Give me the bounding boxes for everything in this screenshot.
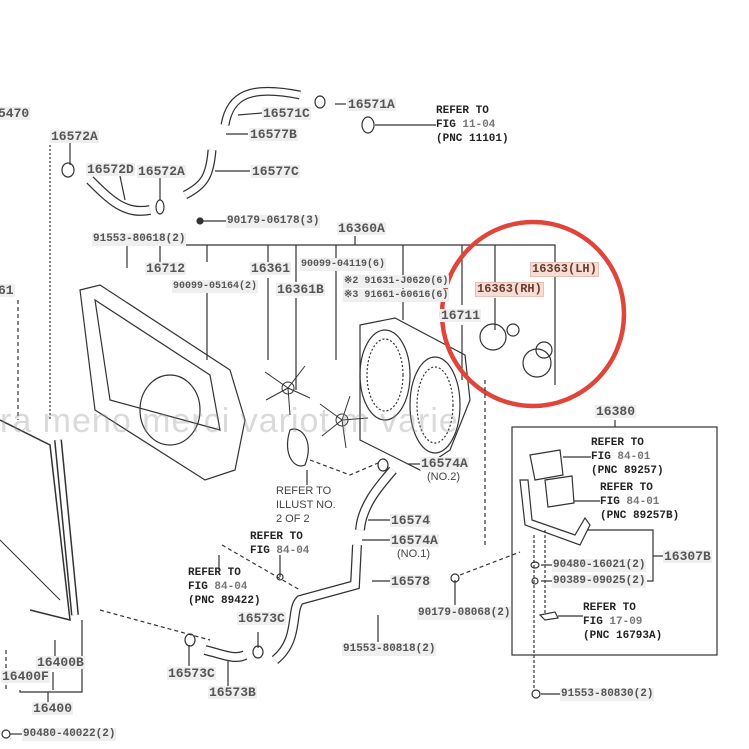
radiator [0, 419, 71, 621]
part-label: 16361 [250, 261, 292, 276]
part-label: 16573C [167, 666, 216, 681]
ref-line: FIG 84-01 [600, 496, 660, 508]
ref-line: FIG 84-04 [250, 545, 310, 557]
ref-line: ILLUST NO. [276, 499, 336, 511]
part-label: 16400F [1, 669, 50, 684]
ref-line: (PNC 11101) [436, 133, 509, 145]
part-label: 5470 [0, 107, 31, 120]
reference-link-fig-84-01b[interactable]: REFER TO FIG 84-01 (PNC 89257B) [600, 481, 679, 523]
part-note: (NO.2) [427, 471, 460, 483]
part-label: ※2 91631-J0620(6) [343, 275, 450, 288]
part-label: 90480-16021(2) [552, 559, 647, 572]
part-label: ※3 91661-60616(6) [343, 289, 450, 302]
fan-16361 [264, 365, 311, 416]
water-outlet [286, 428, 309, 467]
part-label: 91553-80618(2) [92, 233, 187, 246]
part-label: 16571A [347, 97, 396, 112]
reference-link-fig-84-01[interactable]: REFER TO FIG 84-01 (PNC 89257) [591, 436, 664, 478]
ref-line: (PNC 16793A) [583, 630, 663, 642]
part-label: 16572D [86, 162, 135, 177]
part-note: (NO.1) [397, 548, 430, 560]
fan-16361b [319, 395, 369, 449]
ref-line: REFER TO [188, 567, 241, 579]
part-label: 16578 [390, 574, 432, 589]
part-label: 91553-80818(2) [342, 643, 437, 656]
part-label: 16574A [420, 456, 469, 471]
part-label: 16577C [251, 164, 300, 179]
ref-line: (PNC 89257B) [600, 510, 680, 522]
fan-shroud [79, 284, 246, 481]
part-label: 16572A [137, 164, 186, 179]
part-label: 16577B [249, 127, 298, 142]
part-label: 16712 [145, 261, 187, 276]
fan-motor-lh [522, 348, 552, 378]
part-label: 16574 [390, 513, 432, 528]
reference-link-fig-84-04[interactable]: REFER TO FIG 84-04 [250, 530, 309, 558]
ref-line: FIG 84-01 [591, 451, 651, 463]
ref-line: FIG 17-09 [583, 616, 643, 628]
part-label-highlighted: 16363(RH) [475, 282, 544, 297]
part-label: 16573C [237, 611, 286, 626]
ref-line: REFER TO [436, 105, 489, 117]
ref-line: REFER TO [583, 602, 636, 614]
part-label: 16574A [390, 533, 439, 548]
fan-shroud-16711 [359, 317, 471, 471]
relay-89257b [544, 475, 575, 508]
reference-link-fig-84-04-pnc[interactable]: REFER TO FIG 84-04 (PNC 89422) [188, 566, 261, 608]
part-label: 90480-40022(2) [22, 728, 117, 741]
part-label: 90179-08068(2) [417, 607, 512, 620]
reference-link-illust-2[interactable]: REFER TO ILLUST NO. 2 OF 2 [276, 484, 336, 526]
ref-line: (PNC 89257) [591, 465, 664, 477]
part-label: 16571C [262, 106, 311, 121]
ref-line: FIG 84-04 [188, 581, 248, 593]
reference-link-fig-11-04[interactable]: REFER TO FIG 11-04 (PNC 11101) [436, 104, 509, 146]
part-label: 16380 [595, 404, 637, 419]
part-label: 16400 [32, 701, 74, 716]
ref-line: (PNC 89422) [188, 595, 261, 607]
bracket-16307b [519, 479, 591, 546]
relay-89257 [529, 449, 564, 481]
part-label: 90179-06178(3) [226, 215, 321, 228]
part-label: 16573B [208, 685, 257, 700]
ref-line: 2 OF 2 [276, 513, 310, 525]
part-label: 91553-80830(2) [560, 688, 655, 701]
part-label: 16400B [36, 655, 85, 670]
part-label: 16711 [440, 308, 482, 323]
ref-line: REFER TO [250, 531, 303, 543]
part-label: 16360A [337, 221, 386, 236]
reference-link-fig-17-09[interactable]: REFER TO FIG 17-09 (PNC 16793A) [583, 601, 662, 643]
fan-motor-rh [479, 323, 507, 351]
part-label: 90099-04119(6) [300, 258, 387, 271]
ref-line: REFER TO [600, 482, 653, 494]
ref-line: FIG 11-04 [436, 119, 496, 131]
ref-line: REFER TO [591, 437, 644, 449]
ref-line: REFER TO [276, 485, 332, 497]
watermark: ra meno merci variot m varie [0, 402, 459, 440]
part-label: 16361B [276, 282, 325, 297]
part-label: 90099-05164(2) [172, 280, 259, 293]
part-label: 61 [0, 284, 15, 297]
part-label: 90389-09025(2) [552, 575, 647, 588]
part-label: 16572A [50, 129, 99, 144]
part-label: 16307B [663, 549, 712, 564]
part-label-highlighted: 16363(LH) [530, 262, 599, 277]
